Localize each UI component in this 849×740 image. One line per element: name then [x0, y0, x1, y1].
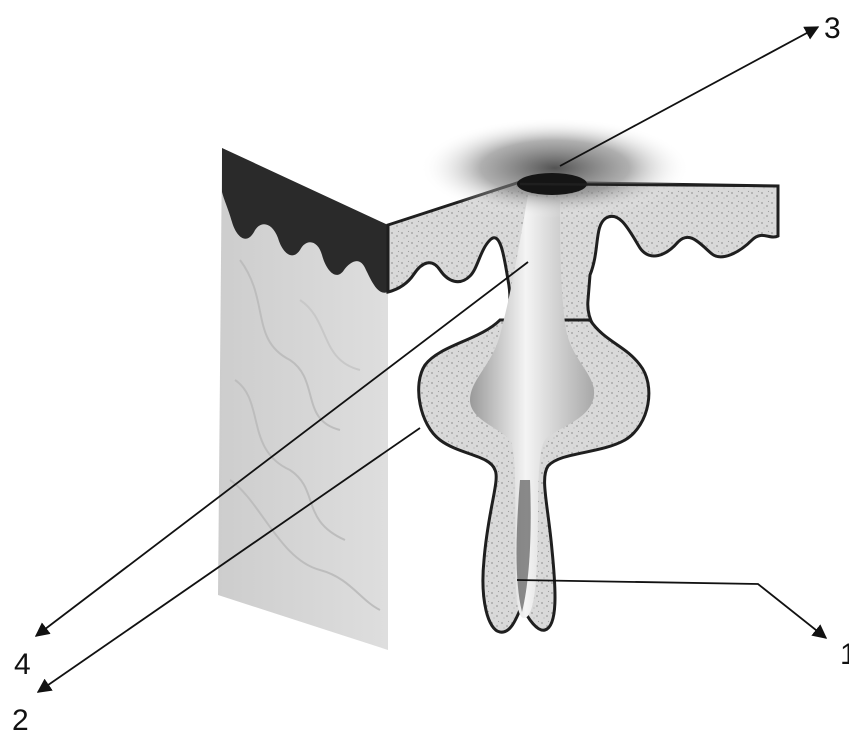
callout-label-4: 4 — [14, 650, 31, 680]
callout-label-2: 2 — [12, 706, 29, 736]
callout-label-1: 1 — [840, 640, 849, 670]
pore-haze — [420, 118, 690, 218]
leader-line-3 — [560, 27, 818, 166]
leader-line-1 — [517, 580, 826, 638]
callout-label-3: 3 — [824, 14, 841, 44]
